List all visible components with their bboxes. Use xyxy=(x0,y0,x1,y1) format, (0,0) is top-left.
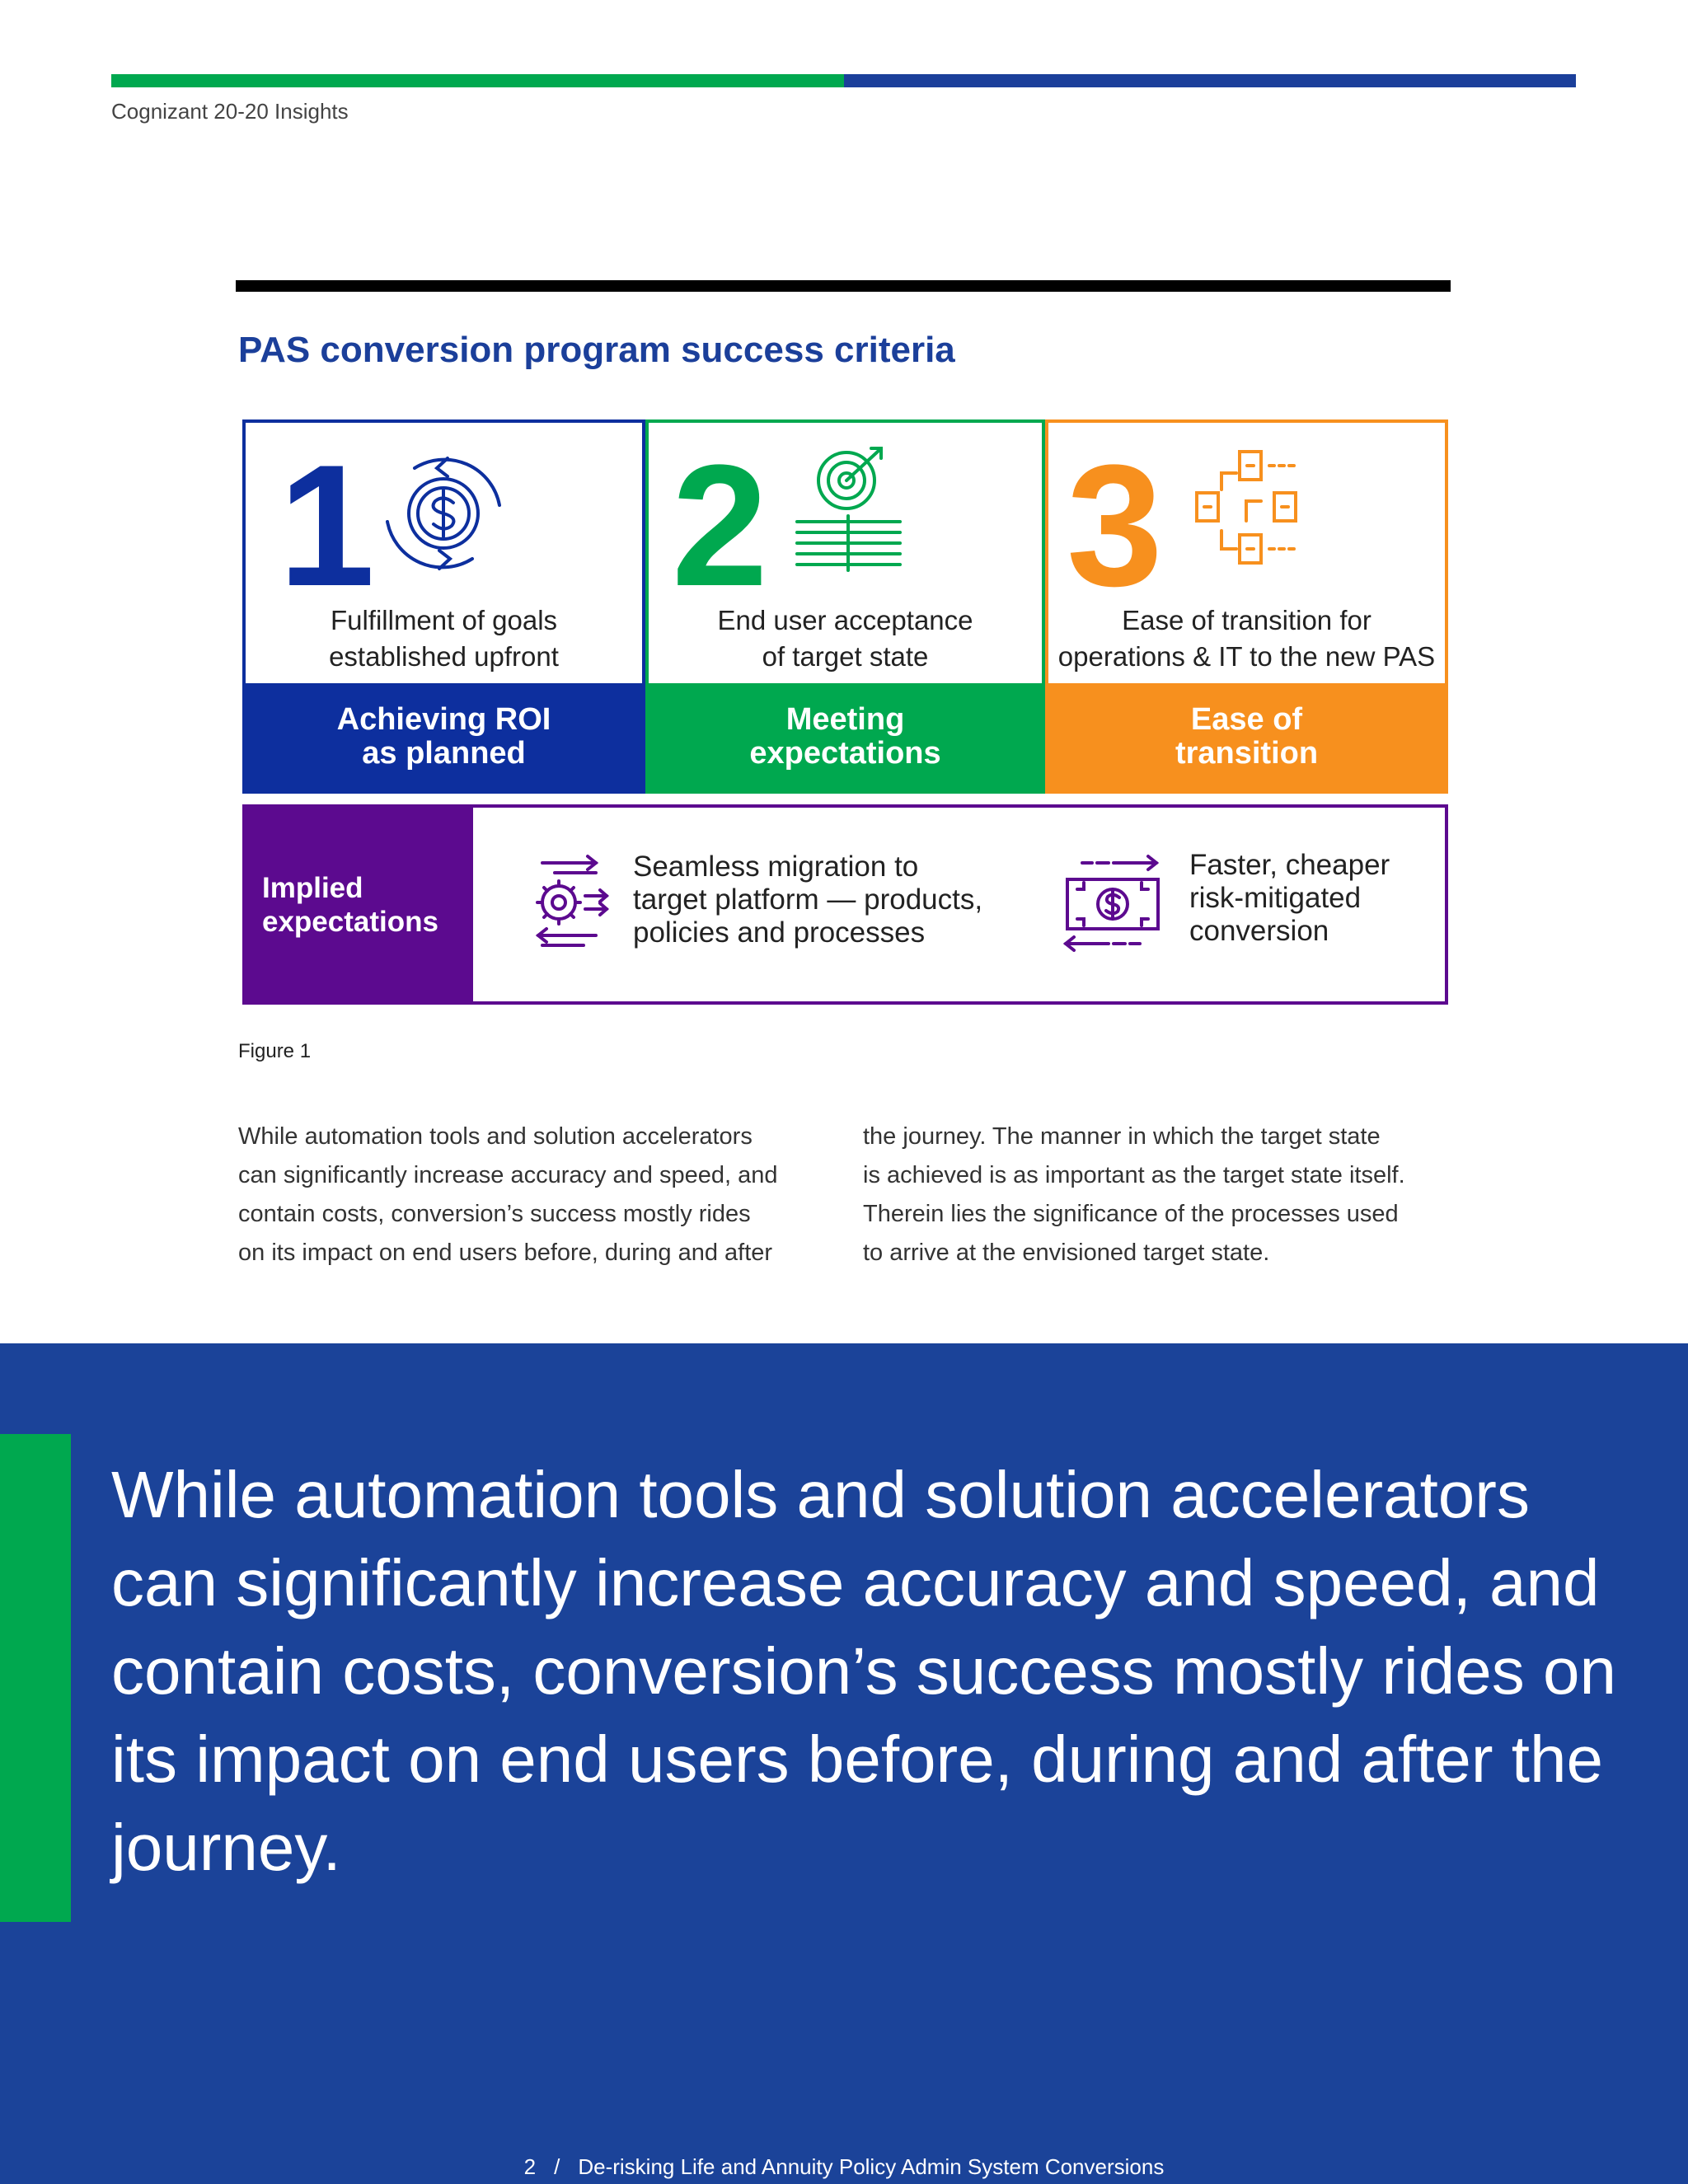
page-footer: 2 / De-risking Life and Annuity Policy Adm… xyxy=(0,2154,1688,2180)
implied-expectations-box: Implied expectations Seamless migration … xyxy=(242,804,1448,1005)
page-number: 2 xyxy=(523,2154,537,2179)
body-column-left: While automation tools and solution acce… xyxy=(238,1123,778,1266)
publication-name: Cognizant 20-20 Insights xyxy=(111,99,349,124)
criteria-card-transition: 3 Ease of transition for operations & IT… xyxy=(1045,419,1448,794)
criteria-card-roi: 1 Fulfillment of goals established upfro… xyxy=(242,419,645,794)
implied-label-block: Implied expectations xyxy=(246,808,473,1001)
banknote-arrows-icon xyxy=(1062,855,1160,952)
implied-label: Implied expectations xyxy=(262,871,438,938)
pull-quote-text: While automation tools and solution acce… xyxy=(111,1458,1616,1884)
header-bar-blue xyxy=(844,74,1576,87)
flowchart-icon xyxy=(1195,450,1297,565)
implied-item-text: Seamless migration to target platform — … xyxy=(633,851,983,949)
body-column-right: the journey. The manner in which the tar… xyxy=(863,1123,1405,1266)
card-band: Achieving ROI as planned xyxy=(246,683,642,790)
footer-separator: / xyxy=(554,2154,560,2179)
footer-title: De-risking Life and Annuity Policy Admin… xyxy=(578,2154,1165,2179)
gear-arrows-icon xyxy=(535,855,610,947)
header-bar-green xyxy=(111,74,844,87)
figure-top-rule xyxy=(236,280,1451,292)
figure-title: PAS conversion program success criteria xyxy=(238,330,955,370)
card-number: 1 xyxy=(279,429,375,622)
target-icon xyxy=(795,447,902,572)
card-number: 3 xyxy=(1067,429,1163,622)
card-band-label: Meeting expectations xyxy=(749,702,941,771)
criteria-card-expectations: 2 End user acceptance of target state Me… xyxy=(645,419,1045,794)
card-description: Fulfillment of goals established upfront xyxy=(329,605,559,672)
card-band-label: Achieving ROI as planned xyxy=(336,702,551,771)
card-band-label: Ease of transition xyxy=(1175,702,1319,771)
card-description: End user acceptance of target state xyxy=(717,605,973,672)
dollar-cycle-icon xyxy=(386,457,501,570)
pull-quote-accent-bar xyxy=(0,1434,71,1922)
pull-quote-panel xyxy=(0,1343,1688,2184)
implied-item-text: Faster, cheaper risk-mitigated conversio… xyxy=(1189,849,1390,947)
card-description: Ease of transition for operations & IT t… xyxy=(1057,605,1436,672)
card-band: Ease of transition xyxy=(1048,683,1445,790)
figure-caption: Figure 1 xyxy=(238,1040,312,1062)
card-band: Meeting expectations xyxy=(649,683,1042,790)
card-number: 2 xyxy=(672,429,768,622)
